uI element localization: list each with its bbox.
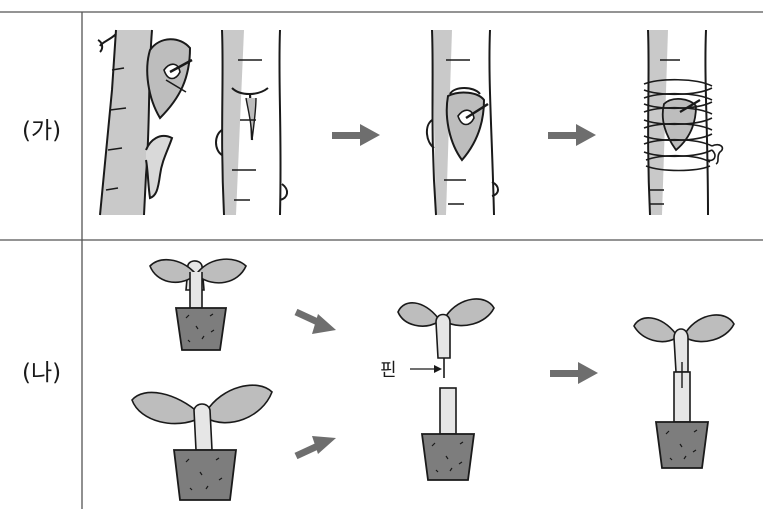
scion-branch-with-bud xyxy=(98,30,192,215)
arrow-right-icon xyxy=(548,124,596,146)
seedling-small-potted xyxy=(150,259,246,350)
bud-inserted-stock xyxy=(427,30,498,215)
arrow-right-icon xyxy=(332,124,380,146)
wrapped-graft xyxy=(644,30,722,215)
scion-top-with-pin xyxy=(398,299,494,378)
pin-label: 핀 xyxy=(380,360,397,381)
arrow-right-icon xyxy=(550,362,598,384)
rootstock-cut-potted xyxy=(422,388,474,480)
row-label-b: (나) xyxy=(22,360,61,386)
rootstock-t-cut xyxy=(216,30,287,215)
arrow-up-right-icon xyxy=(296,436,336,456)
seedling-large-potted xyxy=(132,385,272,500)
arrow-down-right-icon xyxy=(296,312,336,334)
row-label-a: (가) xyxy=(22,118,61,144)
grafted-seedling-potted xyxy=(634,315,734,468)
